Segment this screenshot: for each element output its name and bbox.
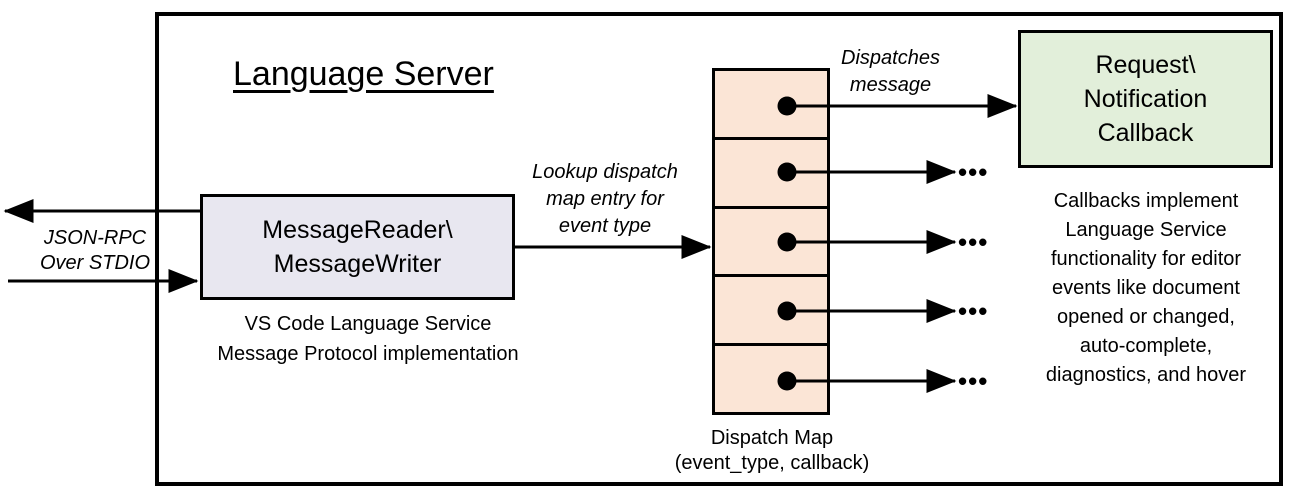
lookup-label-line-3: event type — [558, 215, 652, 237]
lookup-label-line-2: map entry for — [546, 188, 664, 210]
callback-box-line-1: Request\ — [1095, 51, 1196, 79]
dispatch-map — [712, 68, 830, 415]
note-line-5: opened or changed, — [1057, 306, 1235, 328]
json-rpc-stdio-label: JSON-RPC Over STDIO — [20, 226, 170, 276]
callback-box-line-3: Callback — [1097, 119, 1194, 147]
dispatches-message-label: Dispatches message — [818, 45, 963, 99]
ellipsis-icon: ••• — [958, 156, 989, 187]
callback-box-line-2: Notification — [1083, 85, 1208, 113]
note-line-4: events like document — [1052, 277, 1240, 299]
message-reader-writer-box: MessageReader\ MessageWriter — [200, 194, 515, 300]
dispatch-map-row — [715, 274, 827, 343]
message-reader-label: MessageReader\ — [262, 216, 453, 244]
ellipsis-icon: ••• — [958, 226, 989, 257]
dispatch-map-row — [715, 71, 827, 137]
dispatch-map-row — [715, 136, 827, 206]
language-server-boundary — [155, 12, 1283, 486]
json-rpc-label-line: JSON-RPC — [43, 227, 147, 249]
ellipsis-icon: ••• — [958, 365, 989, 396]
dispatch-map-caption: Dispatch Map (event_type, callback) — [652, 426, 892, 476]
note-line-3: functionality for editor — [1050, 248, 1242, 270]
callbacks-note: Callbacks implement Language Service fun… — [1015, 187, 1277, 390]
diagram-title: Language Server — [233, 55, 494, 93]
dispatch-map-caption-line-2: (event_type, callback) — [674, 452, 870, 474]
dispatch-map-row — [715, 343, 827, 412]
dispatch-label-line-2: message — [849, 74, 932, 96]
note-line-7: diagnostics, and hover — [1045, 364, 1247, 386]
reader-caption: VS Code Language Service Message Protoco… — [188, 309, 548, 369]
reader-caption-line-2: Message Protocol implementation — [217, 343, 519, 365]
message-writer-label: MessageWriter — [273, 250, 442, 278]
note-line-2: Language Service — [1065, 219, 1227, 241]
note-line-1: Callbacks implement — [1053, 190, 1239, 212]
note-line-6: auto-complete, — [1079, 335, 1213, 357]
lookup-label-line-1: Lookup dispatch — [532, 161, 678, 183]
dispatch-map-row — [715, 205, 827, 275]
lookup-dispatch-label: Lookup dispatch map entry for event type — [515, 159, 695, 240]
reader-caption-line-1: VS Code Language Service — [244, 313, 492, 335]
request-notification-callback-box: Request\ Notification Callback — [1018, 30, 1273, 168]
dispatch-label-line-1: Dispatches — [841, 47, 940, 69]
over-stdio-label-line: Over STDIO — [39, 252, 150, 274]
dispatch-map-caption-line-1: Dispatch Map — [710, 427, 834, 449]
ellipsis-icon: ••• — [958, 295, 989, 326]
